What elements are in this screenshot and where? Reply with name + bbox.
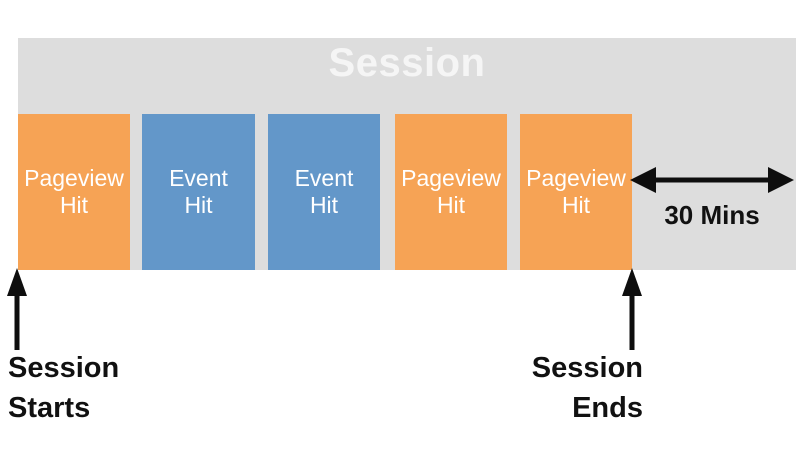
session-starts-line2: Starts: [8, 392, 91, 424]
session-ends-label: Session Ends: [440, 348, 643, 428]
session-start-arrow-icon: [7, 268, 27, 350]
session-starts-label: Session Starts: [8, 348, 119, 428]
hit-label: Pageview: [526, 165, 626, 191]
timeout-label: 30 Mins: [664, 200, 760, 230]
session-ends-line2: Ends: [572, 392, 643, 424]
hit-label: Event: [294, 165, 354, 191]
session-title: Session: [328, 41, 486, 85]
timeout-double-arrow-icon: [630, 167, 794, 193]
pageview-hit-box-2: Pageview Hit: [395, 114, 507, 270]
event-hit-box-2: Event Hit: [268, 114, 380, 270]
session-end-arrow-icon: [622, 268, 642, 350]
session-ends-line1: Session: [531, 352, 643, 384]
hit-label: Event: [169, 165, 228, 191]
event-hit-box-1: Event Hit: [142, 114, 255, 270]
hit-label: Pageview: [24, 165, 124, 191]
hit-label: Pageview: [401, 165, 501, 191]
hit-label: Hit: [436, 192, 466, 218]
hit-label: Hit: [59, 192, 89, 218]
pageview-hit-box-3: Pageview Hit: [520, 114, 632, 270]
hit-label: Hit: [184, 192, 213, 218]
pageview-hit-box-1: Pageview Hit: [18, 114, 130, 270]
hit-label: Hit: [561, 192, 591, 218]
hit-label: Hit: [309, 192, 339, 218]
session-starts-line1: Session: [8, 352, 120, 384]
